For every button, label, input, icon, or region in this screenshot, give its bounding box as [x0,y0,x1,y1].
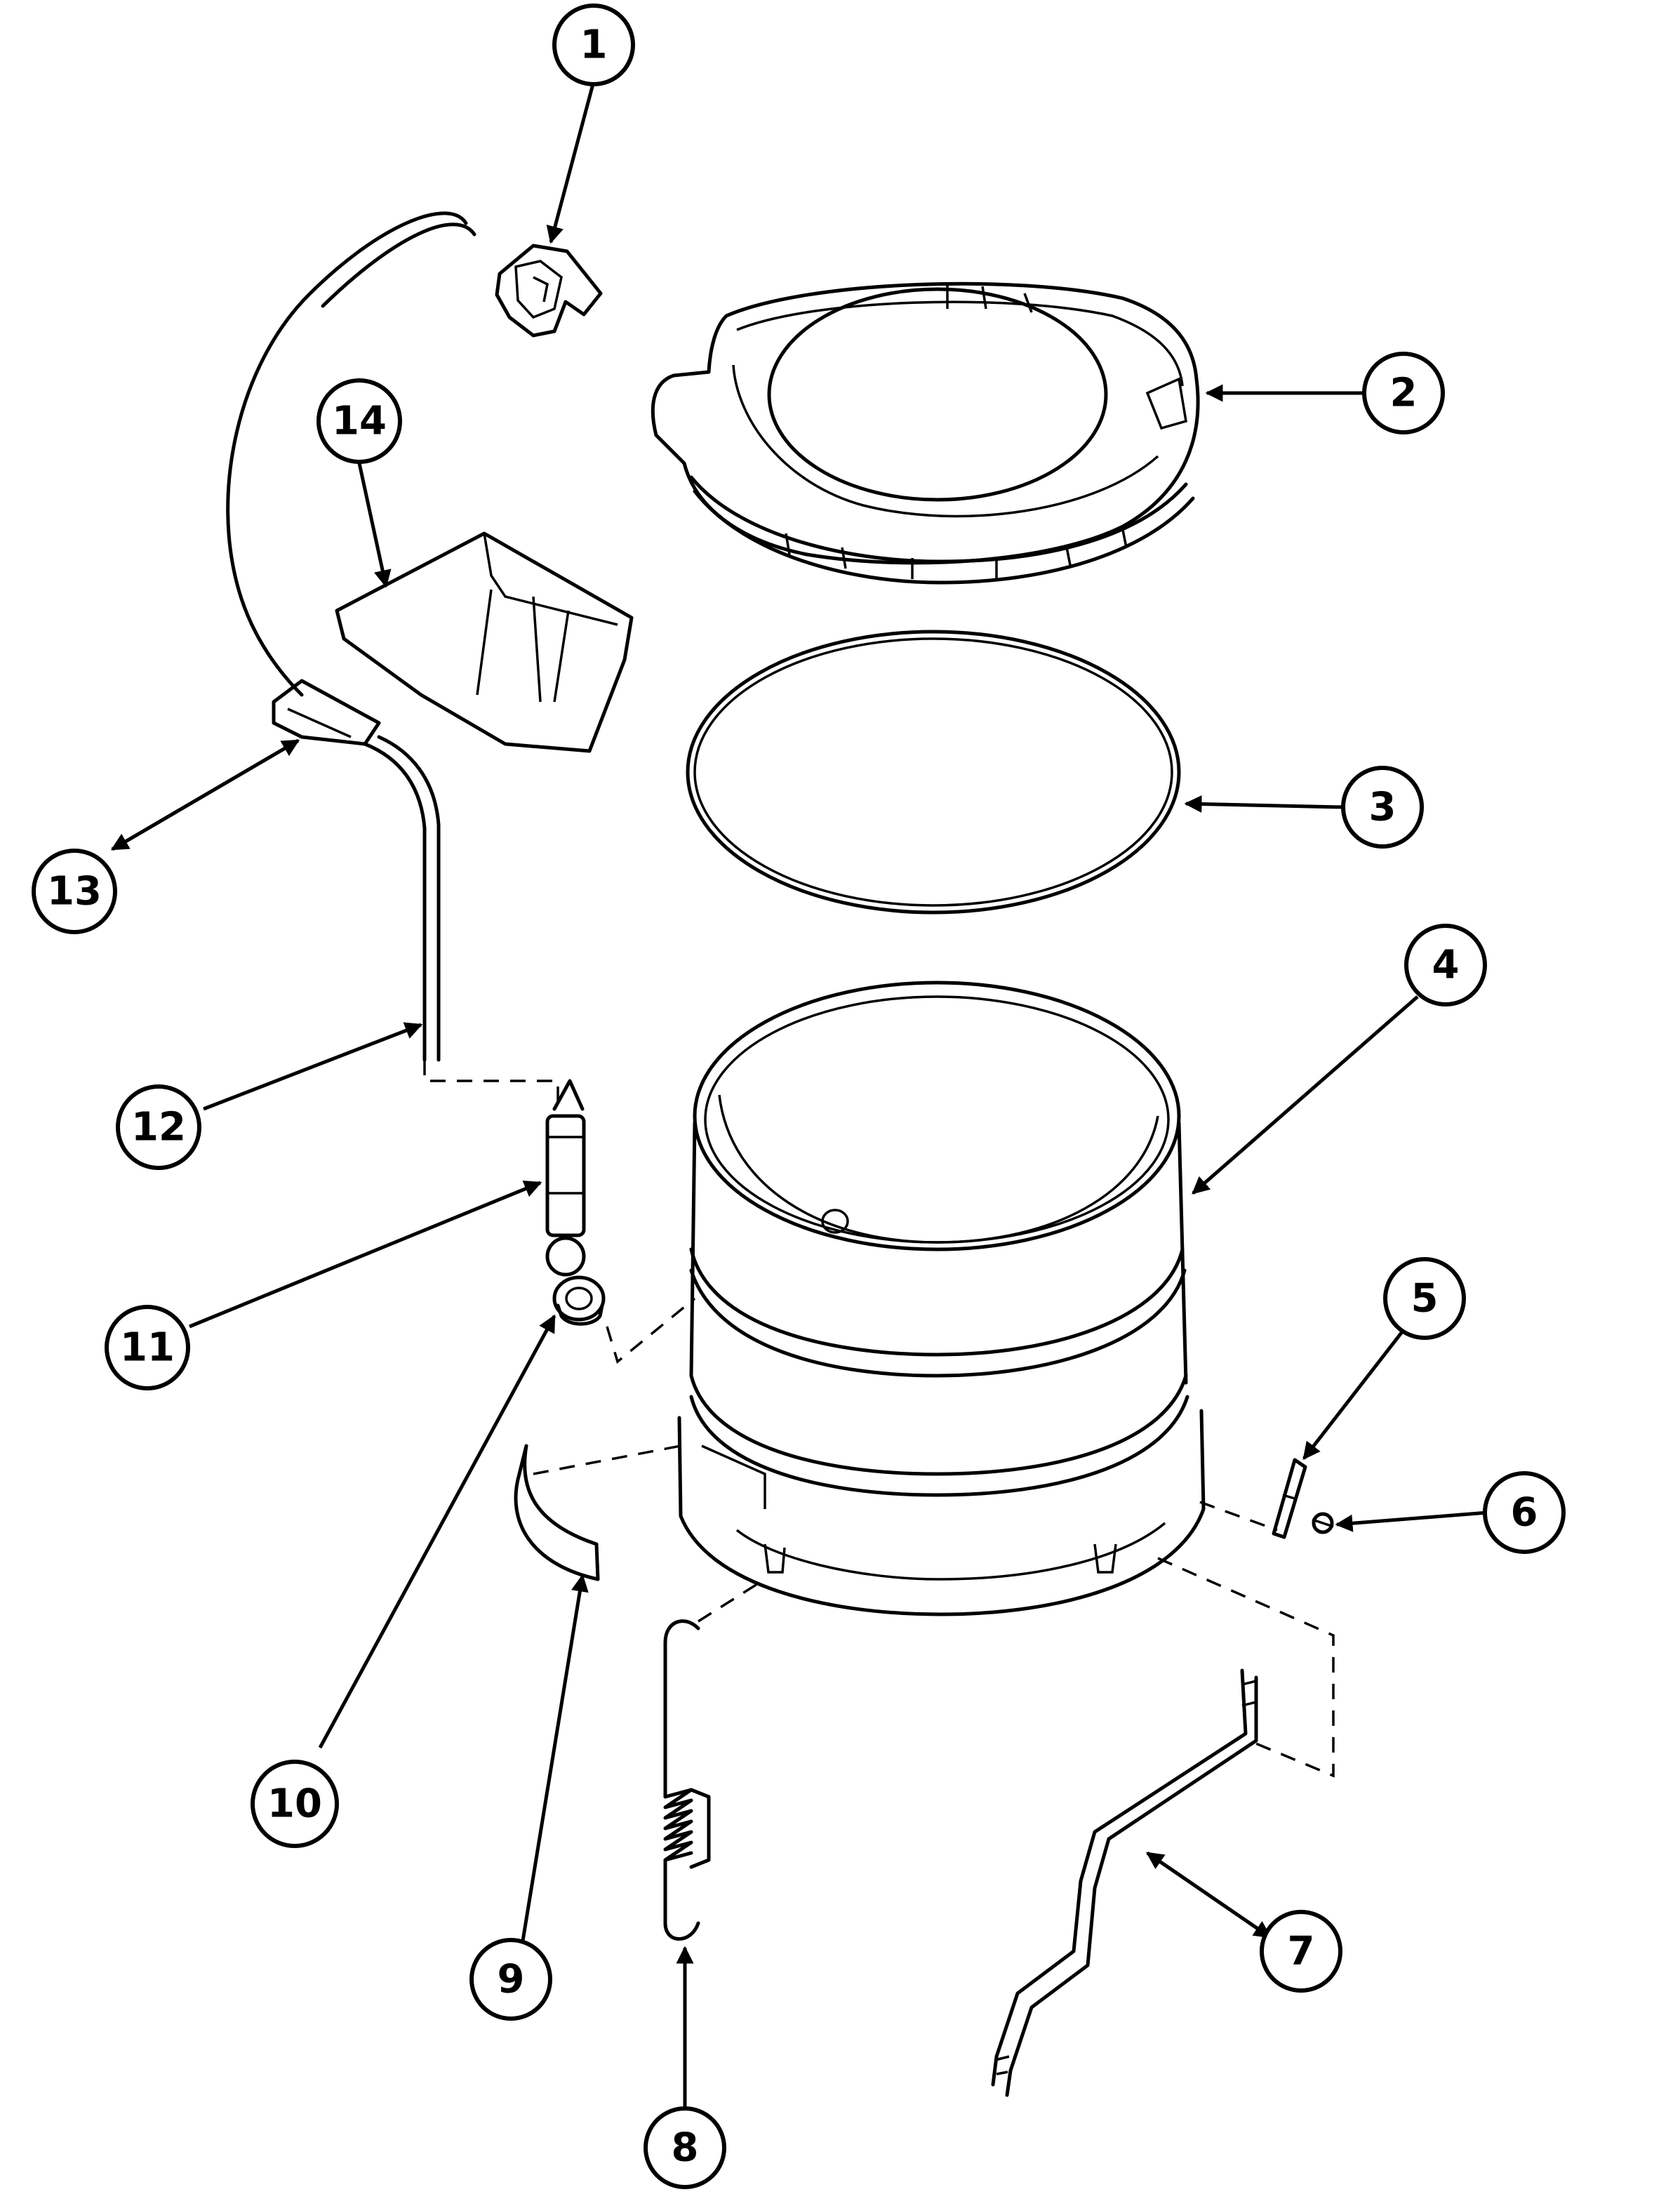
callout-12-label: 12 [131,1105,186,1150]
callout-8: 8 [644,2106,726,2189]
callout-3-label: 3 [1369,785,1396,830]
callout-3: 3 [1341,766,1424,849]
callout-11: 11 [105,1305,190,1390]
callout-9: 9 [469,1938,552,2021]
assembly-lines [423,1060,1335,1778]
callout-1: 1 [552,4,635,86]
callouts: 1 2 3 4 5 6 7 8 [32,4,1566,2189]
part-8-spring [663,1619,711,1941]
callout-7-label: 7 [1288,1929,1315,1974]
callout-10: 10 [251,1760,339,1848]
callout-8-label: 8 [672,2125,699,2171]
callout-6: 6 [1483,1471,1566,1554]
callout-4-label: 4 [1432,943,1460,988]
callout-14: 14 [316,378,402,464]
leader-lines [110,81,1488,2109]
callout-10-label: 10 [267,1781,322,1827]
part-11-tube-fitting [545,1079,586,1277]
callout-13: 13 [32,849,117,934]
callout-9-label: 9 [498,1957,525,2002]
part-6-screw [1312,1512,1334,1534]
part-4-tub [677,981,1206,1616]
callout-7: 7 [1260,1910,1342,1993]
part-14-deflector [335,531,634,753]
callout-11-label: 11 [120,1325,175,1371]
part-10-grommet [552,1275,606,1326]
callout-5-label: 5 [1411,1276,1439,1322]
part-3-o-ring [686,630,1181,915]
part-9-shield [514,1444,600,1581]
part-7-strap [991,1668,1258,2097]
part-13-hose-clip [272,679,381,746]
part-2-tub-cover [651,281,1200,585]
part-5-bracket [1272,1458,1307,1539]
callout-6-label: 6 [1511,1490,1538,1536]
callout-2: 2 [1362,352,1445,434]
callout-1-label: 1 [580,22,608,68]
part-1-clip [495,244,603,338]
callout-14-label: 14 [332,399,387,444]
part-12-hose [226,211,476,1062]
callout-2-label: 2 [1390,371,1418,416]
callout-4: 4 [1404,924,1487,1007]
callout-12: 12 [116,1084,201,1170]
callout-13-label: 13 [47,869,102,915]
callout-5: 5 [1383,1257,1466,1340]
